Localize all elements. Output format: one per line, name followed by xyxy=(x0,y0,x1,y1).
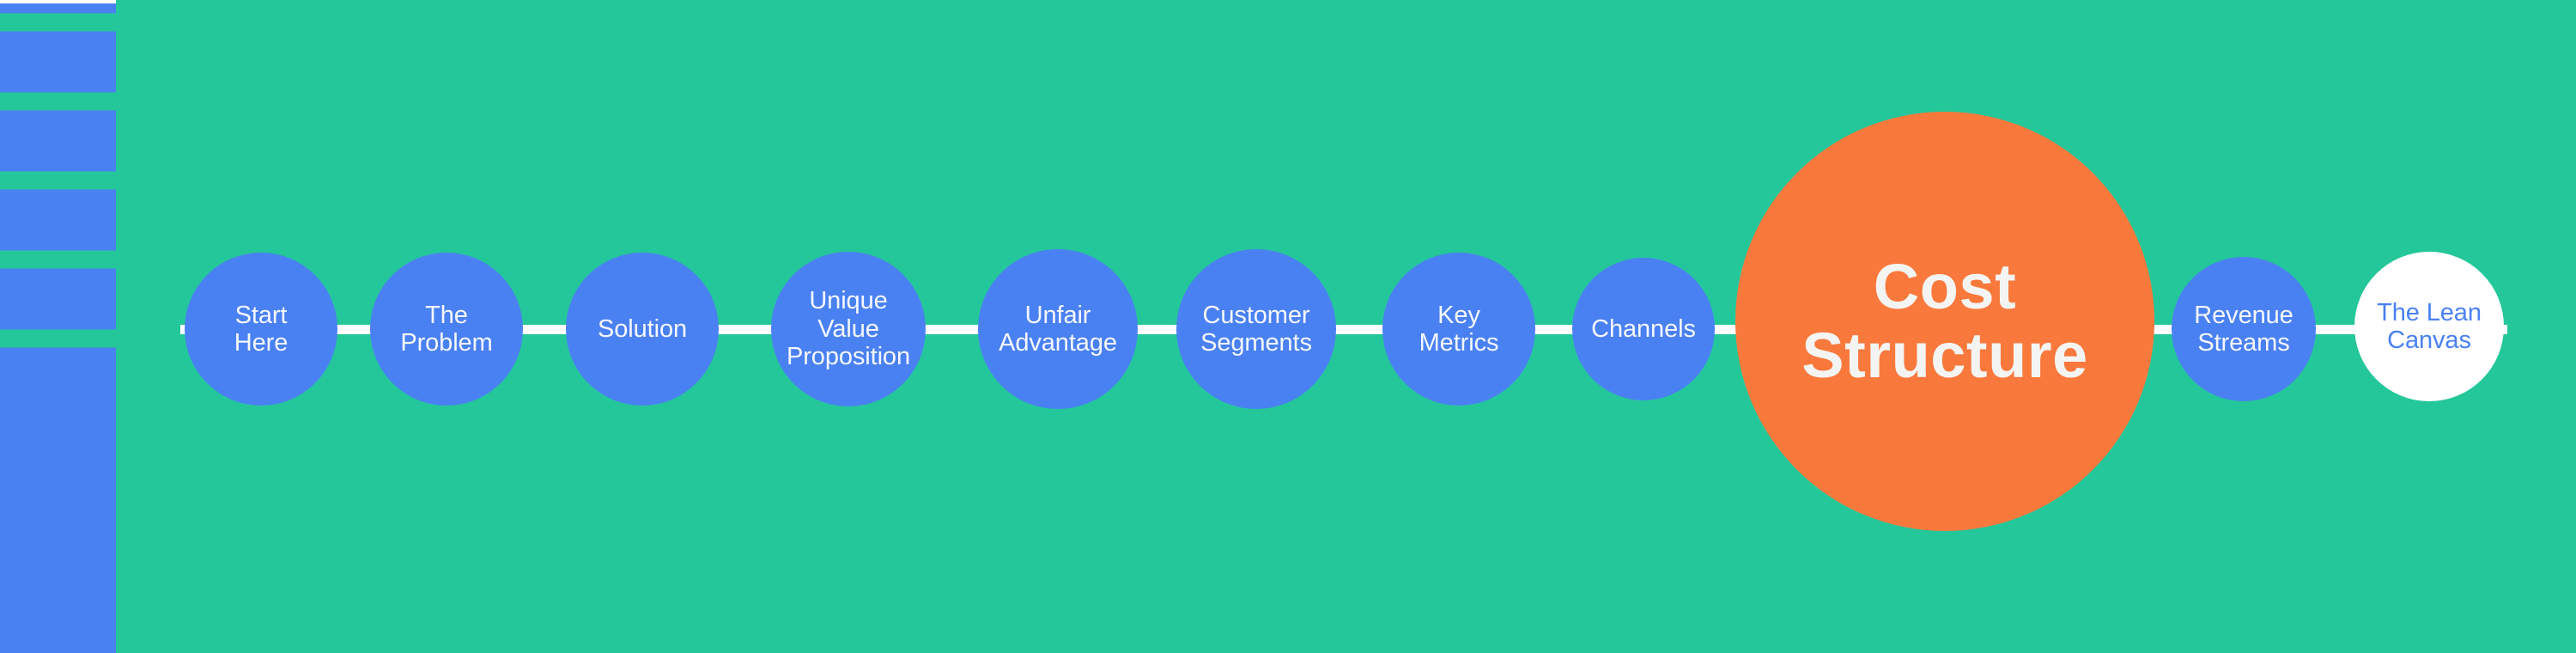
concentric-arcs-graphic xyxy=(0,13,116,348)
node-label-channels: Channels xyxy=(1591,314,1696,343)
node-solution[interactable]: Solution xyxy=(566,253,719,406)
node-channels[interactable]: Channels xyxy=(1572,258,1715,400)
top-hairline xyxy=(0,0,116,3)
connector-rail xyxy=(180,325,2507,334)
concentric-arcs-panel xyxy=(0,0,116,653)
node-label-solution: Solution xyxy=(598,314,687,343)
